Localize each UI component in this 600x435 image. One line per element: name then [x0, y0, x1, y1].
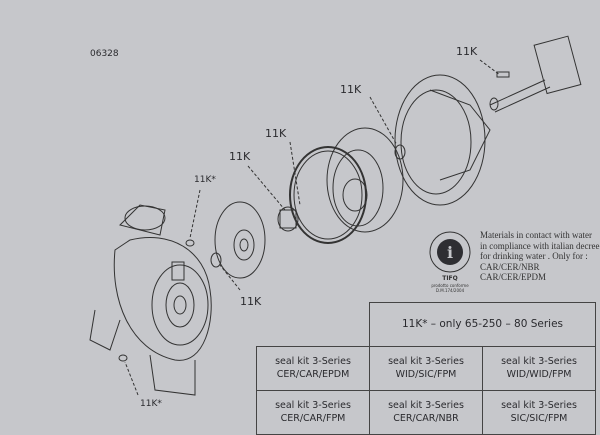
cell-line: CER/CAR/FPM — [280, 413, 346, 424]
washer — [394, 144, 406, 160]
bearing-bracket — [394, 74, 491, 206]
svg-text:D.M.174/2004: D.M.174/2004 — [436, 288, 465, 293]
cell-line: seal kit 3-Series — [388, 400, 464, 411]
callout-o-ring-top: 11K* — [194, 175, 216, 185]
svg-text:i: i — [447, 243, 453, 262]
cell-line: seal kit 3-Series — [275, 356, 351, 367]
cell-line: WID/WID/FPM — [506, 369, 572, 380]
callout-washer: 11K — [340, 83, 362, 96]
wear-ring — [210, 252, 222, 268]
seal-kit-table: 11K* – only 65-250 – 80 Series seal kit … — [256, 302, 596, 435]
callout-coupling-key: 11K — [456, 45, 478, 58]
table-header: 11K* – only 65-250 – 80 Series — [369, 302, 596, 347]
impeller — [214, 201, 266, 279]
pump-casing — [89, 204, 212, 396]
shaft — [489, 35, 582, 113]
cell-line: seal kit 3-Series — [501, 356, 577, 367]
cell-line: seal kit 3-Series — [275, 400, 351, 411]
seal-cover — [326, 127, 404, 233]
cell-line: WID/SIC/FPM — [395, 369, 457, 380]
cell-line: CER/CAR/EPDM — [276, 369, 350, 380]
cell-line: CER/CAR/NBR — [393, 413, 459, 424]
note-line: for drinking water . Only for : — [480, 251, 588, 261]
note-line: CAR/CER/EPDM — [480, 272, 547, 282]
callout-gasket: 11K — [265, 127, 287, 140]
o-ring-bottom — [118, 354, 128, 362]
note-line: Materials in contact with water — [480, 230, 592, 240]
casing-gasket — [289, 146, 367, 244]
svg-text:TIFQ: TIFQ — [442, 275, 458, 282]
callout-wear-ring: 11K — [240, 295, 262, 308]
leader-lines — [124, 59, 501, 396]
cell-line: seal kit 3-Series — [501, 400, 577, 411]
o-ring-top — [185, 239, 195, 247]
table-blank-cell — [256, 302, 370, 347]
drawing-code: 06328 — [90, 49, 119, 59]
callout-seal: 11K — [229, 150, 251, 163]
note-line: CAR/CER/NBR — [480, 261, 540, 272]
certification-logo: i TIFQ prodotto conforme D.M.174/2004 — [429, 231, 471, 293]
cell-line: seal kit 3-Series — [388, 356, 464, 367]
note-line: in compliance with italian decree — [480, 240, 600, 251]
callout-o-ring-bottom: 11K* — [140, 399, 162, 409]
cell-line: SIC/SIC/FPM — [510, 413, 568, 424]
svg-text:prodotto conforme: prodotto conforme — [431, 283, 469, 288]
drinking-water-note: Materials in contact with water in compl… — [480, 230, 599, 283]
